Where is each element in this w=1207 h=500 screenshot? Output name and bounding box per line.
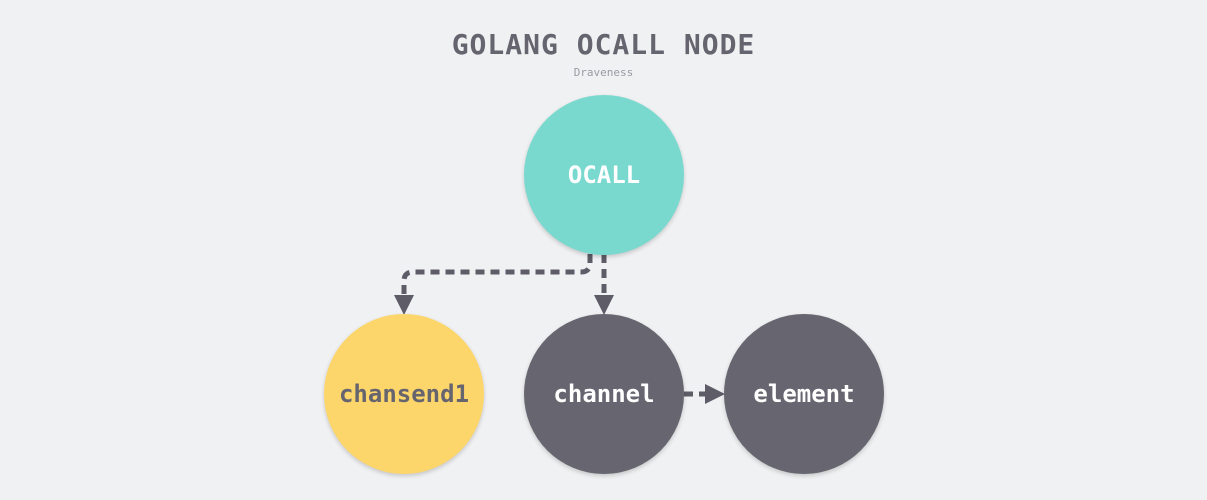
node-ocall: OCALL [524, 95, 684, 255]
edge-ocall-to-chansend1 [394, 254, 593, 315]
node-chansend1: chansend1 [324, 314, 484, 474]
diagram-subtitle: Draveness [573, 66, 634, 79]
node-element: element [724, 314, 884, 474]
diagram-title: GOLANG OCALL NODE [451, 28, 756, 61]
node-channel: channel [524, 314, 684, 474]
